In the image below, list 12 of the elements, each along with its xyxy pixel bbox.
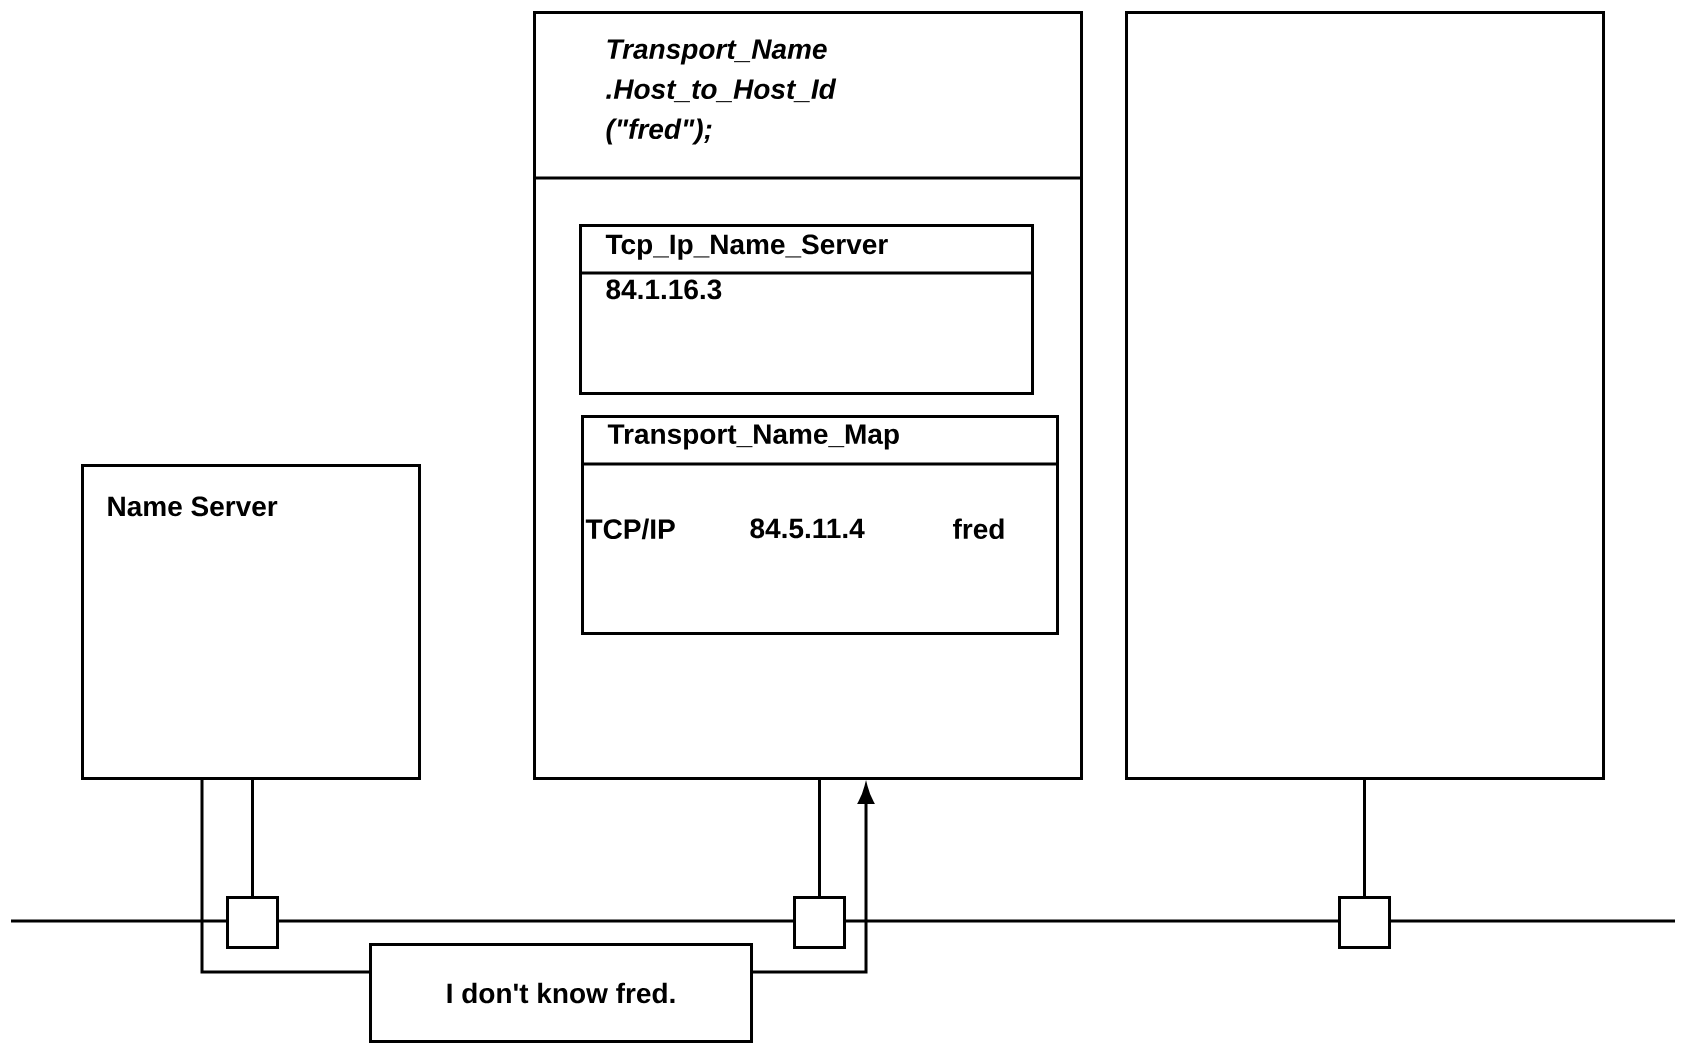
connector-box: [793, 896, 846, 949]
connector-line: [251, 780, 254, 896]
table-box: Transport_Name_Map TCP/IP 84.5.11.4 fred: [581, 415, 1059, 635]
connector-box: [1125, 11, 1605, 780]
connector-line: [1363, 780, 1366, 896]
table-box: Tcp_Ip_Name_Server 84.1.16.3: [579, 224, 1034, 395]
connector-line: [818, 780, 821, 896]
connector-box: [226, 896, 279, 949]
connector-line: [200, 780, 369, 974]
connector-box: [1338, 896, 1391, 949]
message-box: I don't know fred.: [369, 943, 753, 1043]
server-box: Name Server: [81, 464, 421, 780]
